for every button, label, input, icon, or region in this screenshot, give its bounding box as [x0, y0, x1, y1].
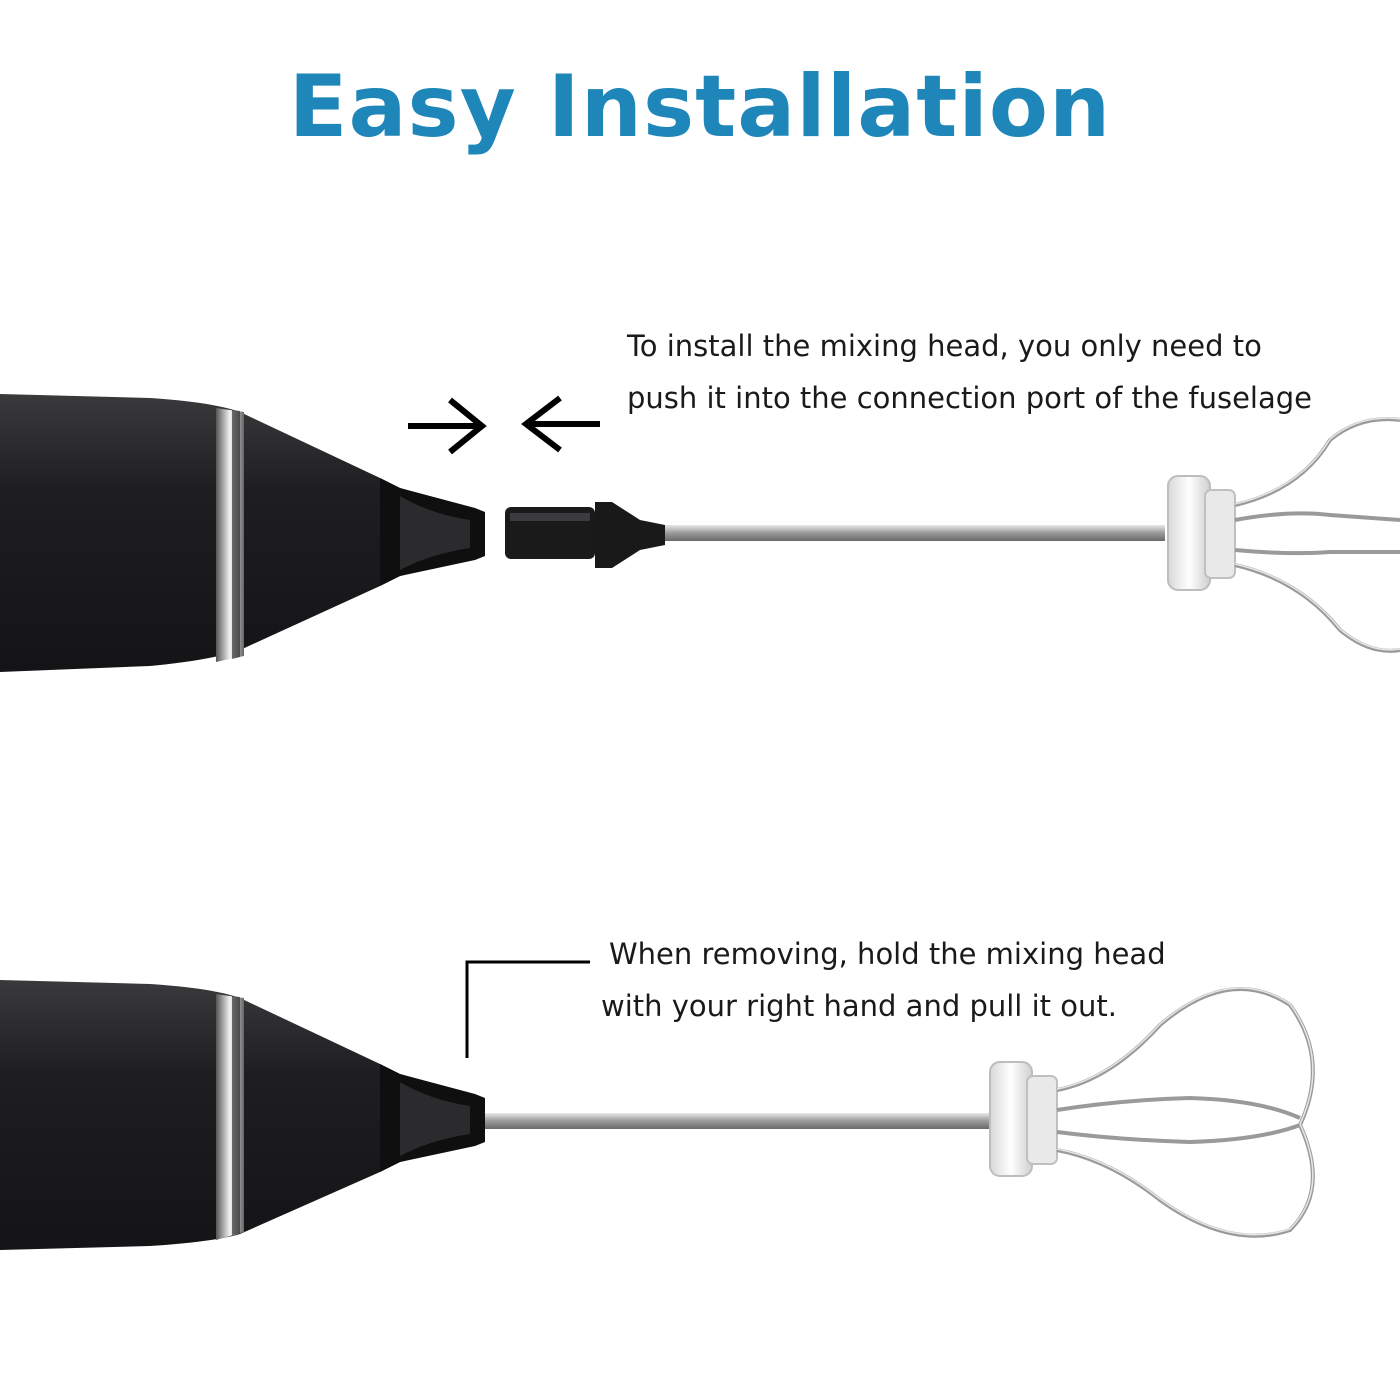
- install-instruction: To install the mixing head, you only nee…: [627, 320, 1312, 424]
- remove-instruction-line-1: When removing, hold the mixing head: [609, 937, 1166, 971]
- remove-illustration: [0, 960, 1315, 1250]
- remove-instruction: When removing, hold the mixing head with…: [601, 928, 1166, 1032]
- install-instruction-line-2: push it into the connection port of the …: [627, 381, 1312, 415]
- metal-ring: [216, 994, 244, 1240]
- page-title: Easy Installation: [288, 57, 1112, 157]
- remove-instruction-line-2: with your right hand and pull it out.: [601, 989, 1117, 1023]
- whisk-attachment: [505, 417, 1400, 653]
- callout-line: [465, 960, 590, 1058]
- arrow-right-icon: [408, 397, 487, 455]
- metal-ring: [216, 408, 244, 662]
- install-illustration: [0, 394, 1400, 672]
- arrow-left-icon: [521, 395, 600, 453]
- whisk-attachment: [485, 987, 1315, 1238]
- install-instruction-line-1: To install the mixing head, you only nee…: [627, 329, 1262, 363]
